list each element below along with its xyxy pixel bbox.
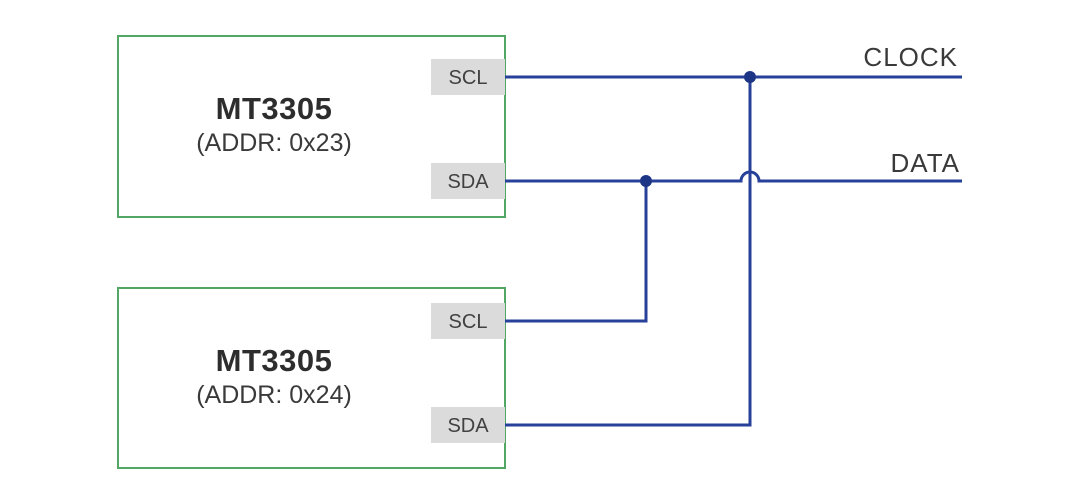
junction-dot-data (640, 175, 652, 187)
data-bus-label: DATA (891, 148, 960, 178)
chip-top-address: (ADDR: 0x23) (196, 129, 352, 157)
chip-top: MT3305 (ADDR: 0x23) SCL SDA (117, 35, 506, 218)
clock-bus-label: CLOCK (863, 42, 958, 72)
chip-top-pin-sda-label: SDA (447, 171, 489, 193)
junction-dot-clock (744, 71, 756, 83)
chip-bottom-pin-scl (431, 303, 505, 339)
chip-top-pin-scl (431, 59, 505, 95)
chip-bottom: MT3305 (ADDR: 0x24) SCL SDA (117, 287, 506, 469)
chip-bottom-pin-sda (431, 407, 505, 443)
chip-bottom-address: (ADDR: 0x24) (196, 381, 352, 409)
chip-bottom-name: MT3305 (216, 343, 333, 378)
chip-top-pin-sda (431, 163, 505, 199)
wire-bottom-sda-to-clock (505, 77, 752, 427)
chip-bottom-pin-sda-label: SDA (447, 415, 489, 437)
chip-top-pin-scl-label: SCL (449, 67, 488, 89)
chip-bottom-pin-scl-label: SCL (449, 311, 488, 333)
bus-wires (505, 71, 962, 427)
chip-top-name: MT3305 (216, 91, 333, 126)
wire-data-bus-with-hop (505, 170, 962, 183)
wire-bottom-scl-to-data (505, 181, 648, 323)
